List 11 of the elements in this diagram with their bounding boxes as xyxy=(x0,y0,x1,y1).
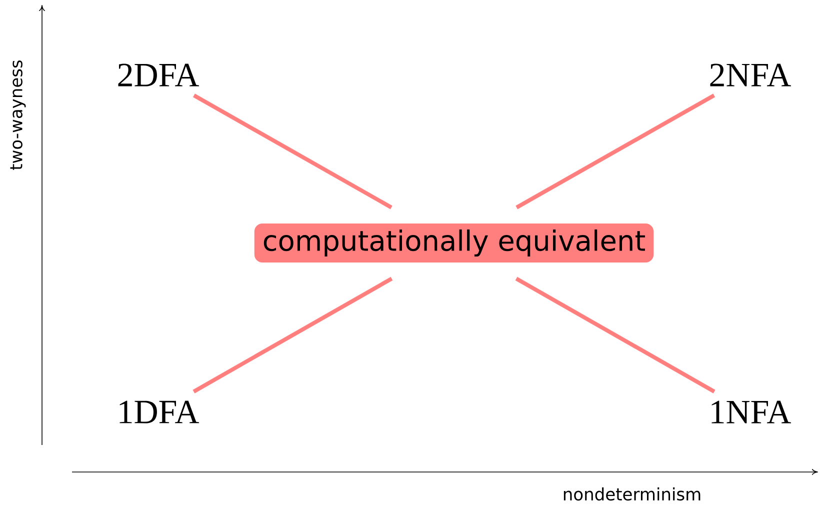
automaton-label: 2NFA xyxy=(710,64,791,86)
connector-line xyxy=(515,276,716,394)
automaton-label: 2DFA xyxy=(118,64,199,86)
axis-label: two-wayness xyxy=(10,60,26,170)
automaton-label: 1NFA xyxy=(712,400,791,424)
connector-line xyxy=(192,94,392,210)
axis-label: nondeterminism xyxy=(564,487,700,501)
connector-line xyxy=(516,94,716,210)
connector-line xyxy=(192,276,393,394)
highlight-box: computationally equivalent xyxy=(254,223,654,263)
automaton-label: 1DFA xyxy=(120,400,199,424)
